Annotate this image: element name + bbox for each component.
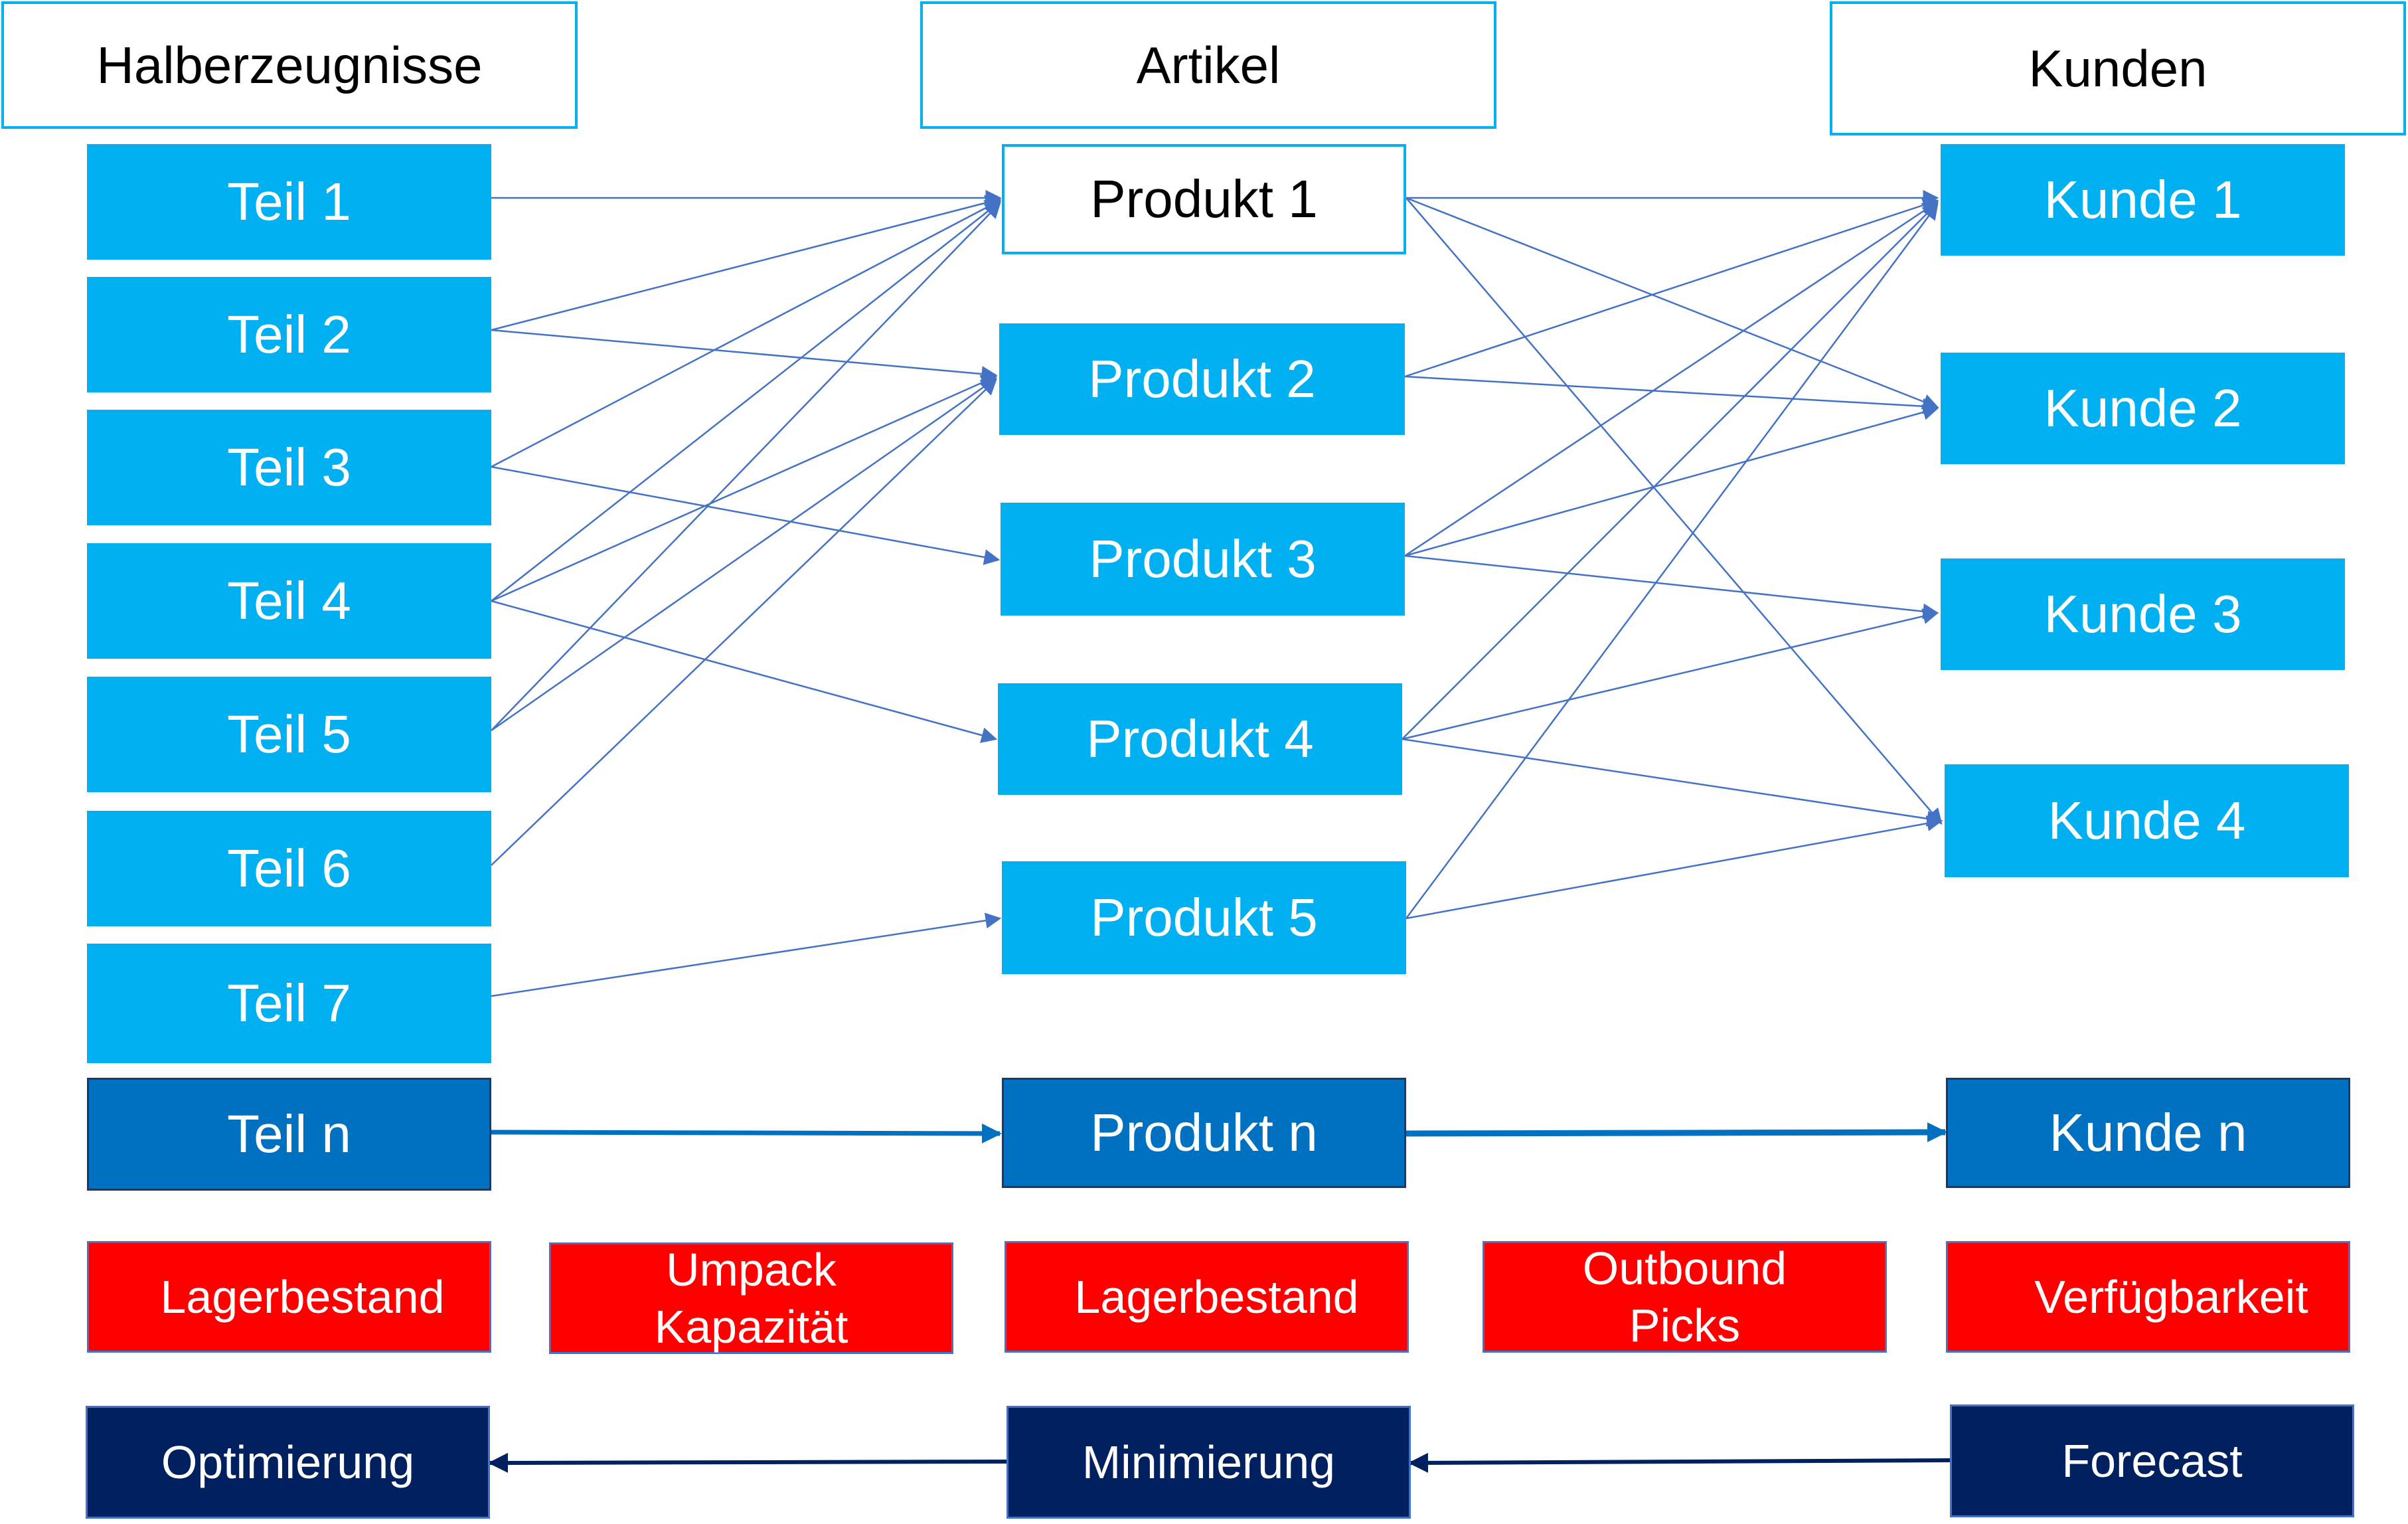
link-teil6-produkt2 <box>491 379 997 866</box>
link-produkt5-kunde1 <box>1405 203 1939 919</box>
method-forecast: Forecast <box>1950 1404 2354 1517</box>
forecast-to-minimierung-arrow <box>1408 1452 1951 1473</box>
link-produkt4-kunde1 <box>1402 202 1939 740</box>
teil-1: Teil 1 <box>87 144 491 260</box>
link-teil7-produkt5 <box>491 912 1002 997</box>
kunde-1: Kunde 1 <box>1941 144 2345 256</box>
constraint-lagerbestand-halberzeugnisse: Lagerbestand <box>87 1241 491 1353</box>
teil-n: Teil n <box>87 1078 491 1191</box>
link-produkt3-kunde3 <box>1404 554 1939 620</box>
link-teil2-produkt2 <box>491 329 998 382</box>
produkt-2: Produkt 2 <box>999 323 1405 435</box>
link-produkt4-kunde3 <box>1402 608 1939 740</box>
link-teil4-produkt1 <box>491 201 1001 602</box>
constraint-lagerbestand-artikel: Lagerbestand <box>1004 1241 1409 1353</box>
link-teil5-produkt2 <box>491 377 997 732</box>
method-minimierung: Minimierung <box>1006 1406 1411 1519</box>
link-produkt4-kunde4 <box>1402 738 1943 827</box>
link-produkt2-kunde1 <box>1404 197 1939 378</box>
header-artikel: Artikel <box>920 1 1496 129</box>
umpack-line-1: Umpack <box>666 1244 837 1296</box>
produkt-4: Produkt 4 <box>998 683 1402 795</box>
constraint-lagerbestand-label: Lagerbestand <box>160 1271 445 1323</box>
teil-3: Teil 3 <box>87 410 491 525</box>
link-produkt3-kunde2 <box>1404 404 1939 557</box>
constraint-verfuegbarkeit-label: Verfügbarkeit <box>2034 1271 2308 1323</box>
teil-7: Teil 7 <box>87 944 491 1063</box>
umpack-line-2: Kapazität <box>654 1301 848 1353</box>
link-teil4-produkt4 <box>491 600 998 743</box>
kunde-2: Kunde 2 <box>1941 353 2345 464</box>
produkt-n: Produkt n <box>1002 1078 1406 1188</box>
constraint-umpack-kapazitaet: Umpack Kapazität <box>549 1242 953 1354</box>
produkt-3: Produkt 3 <box>1001 503 1405 616</box>
link-teil3-produkt1 <box>491 199 1002 468</box>
kunde-3: Kunde 3 <box>1941 558 2345 670</box>
teil-6: Teil 6 <box>87 811 491 926</box>
link-produkt1-kunde4 <box>1405 197 1943 825</box>
link-teil5-produkt1 <box>491 202 1001 731</box>
teil-4: Teil 4 <box>87 543 491 659</box>
produkt-5: Produkt 5 <box>1002 861 1406 974</box>
constraint-verfuegbarkeit: Verfügbarkeit <box>1946 1241 2350 1353</box>
header-halberzeugnisse: Halberzeugnisse <box>1 1 578 129</box>
constraint-lagerbestand-label: Lagerbestand <box>1074 1271 1359 1323</box>
produkt-n-to-kunde-n-arrow <box>1405 1122 1947 1143</box>
link-produkt5-kunde4 <box>1405 815 1943 920</box>
constraint-outbound-picks: Outbound Picks <box>1483 1241 1887 1353</box>
link-teil4-produkt2 <box>491 375 998 602</box>
link-produkt2-kunde2 <box>1404 375 1939 414</box>
kunde-n: Kunde n <box>1946 1078 2350 1188</box>
thin-link-group <box>491 190 1943 997</box>
produkt-1: Produkt 1 <box>1002 144 1406 254</box>
method-optimierung: Optimierung <box>86 1406 490 1519</box>
outbound-line-1: Outbound <box>1582 1242 1787 1294</box>
link-produkt1-kunde2 <box>1405 197 1939 410</box>
teil-n-to-produkt-n-arrow <box>491 1123 1002 1143</box>
header-kunden: Kunden <box>1830 1 2406 135</box>
kunde-4: Kunde 4 <box>1945 764 2349 877</box>
minimierung-to-optimierung-arrow <box>488 1452 1007 1473</box>
link-produkt3-kunde1 <box>1404 201 1939 557</box>
teil-5: Teil 5 <box>87 677 491 792</box>
link-teil3-produkt3 <box>491 466 1001 565</box>
outbound-line-2: Picks <box>1629 1300 1741 1351</box>
teil-2: Teil 2 <box>87 277 491 392</box>
link-teil2-produkt1 <box>491 195 1002 331</box>
